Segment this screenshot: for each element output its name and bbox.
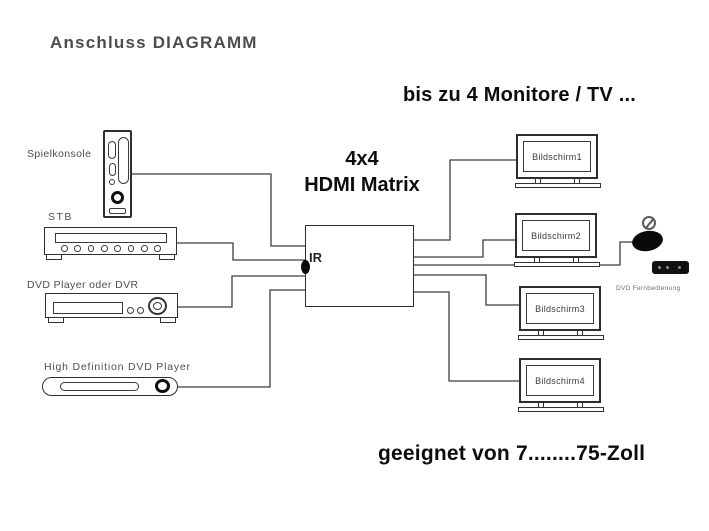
dvd-knob-icon [148,297,167,315]
dvd-remote-icon [652,261,689,274]
console-button-icon [109,179,115,185]
monitor-screen: Bildschirm3 [526,293,594,324]
monitor-bildschirm4: Bildschirm4 [518,358,604,412]
stb-foot-left [46,254,62,260]
monitor-screen: Bildschirm4 [526,365,594,396]
dvd-player-label: DVD Player oder DVR [27,279,139,291]
dvd-tray-icon [53,302,123,314]
connection-hd-dvd-player-to-matrix [178,289,305,388]
hd-dvd-slot-icon [60,382,139,391]
monitor-bildschirm2: Bildschirm2 [514,213,600,267]
dvd-player-device [45,293,178,323]
connection-dvd-player-to-matrix [178,275,305,308]
dvd-button2-icon [137,307,144,314]
dvd-foot-left [48,317,64,323]
hd-dvd-player-label: High Definition DVD Player [44,361,191,373]
console-vent-icon [109,208,126,214]
matrix-title-line2: HDMI Matrix [304,174,420,196]
matrix-title-line1: 4x4 [345,148,379,170]
hd-dvd-knob-icon [155,379,170,393]
dvd-button1-icon [127,307,134,314]
monitor-label: Bildschirm2 [531,230,581,241]
stb-label: STB [48,211,73,223]
size-caption: geeignet von 7........75-Zoll [378,442,646,465]
monitor-label: Bildschirm3 [535,303,585,314]
page-title: Anschluss DIAGRAMM [50,33,258,52]
console-slot-icon [108,141,116,159]
connection-matrix-to-bildschirm1 [413,159,516,241]
monitor-label: Bildschirm4 [535,375,585,386]
dvd-remote-label: DVD Fernbedienung [616,285,681,292]
connection-stb-to-matrix [177,242,305,261]
hdmi-matrix-box: IR [301,225,414,307]
monitor-screen: Bildschirm1 [523,141,591,172]
spielkonsole-device [103,130,132,218]
ir-port-icon [301,260,310,274]
connection-spielkonsole-to-matrix [131,173,305,247]
connection-matrix-to-bildschirm3 [413,274,519,306]
console-slot2-icon [108,163,116,176]
spielkonsole-label: Spielkonsole [27,148,92,160]
ir-signal-icon [642,216,656,230]
monitor-label: Bildschirm1 [532,151,582,162]
ir-port-label: IR [309,250,322,265]
monitor-base [515,183,601,188]
monitor-bildschirm1: Bildschirm1 [515,134,601,188]
stb-display-icon [55,233,167,243]
monitor-base [518,335,604,340]
matrix-title: 4x4 HDMI Matrix [278,146,446,198]
stb-foot-right [159,254,175,260]
stb-buttons-icon [61,245,161,252]
monitor-base [514,262,600,267]
monitor-base [518,407,604,412]
console-power-icon [111,191,124,204]
connection-matrix-to-bildschirm2 [413,239,515,258]
connection-matrix-to-bildschirm4 [413,291,519,382]
stb-device [44,227,177,260]
monitor-bildschirm3: Bildschirm3 [518,286,604,340]
hd-dvd-player-device [42,377,178,396]
monitors-caption: bis zu 4 Monitore / TV ... [403,84,636,106]
dvd-foot-right [160,317,176,323]
console-disc-slot-icon [117,137,129,184]
monitor-screen: Bildschirm2 [522,220,590,251]
